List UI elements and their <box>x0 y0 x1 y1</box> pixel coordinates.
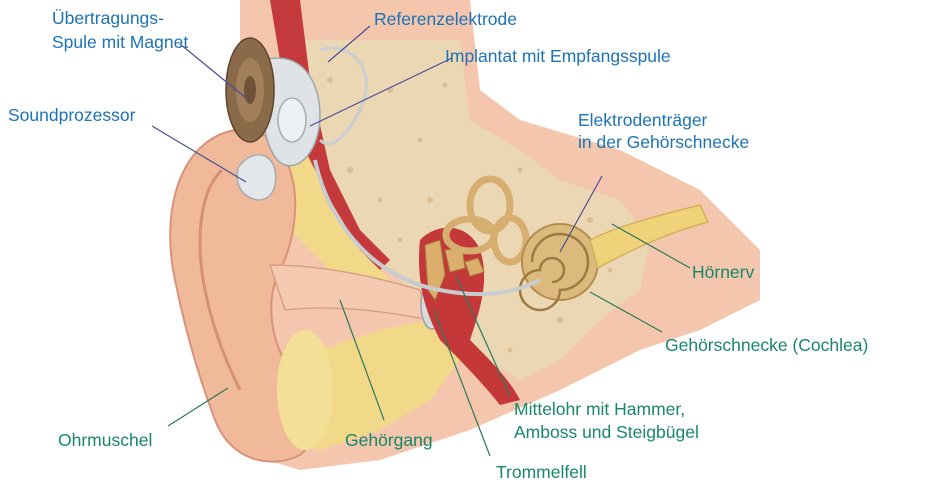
label-electrode-carrier-line1: Elektrodenträger <box>578 110 707 131</box>
implant-coil-ring <box>278 98 306 142</box>
label-auditory-nerve: Hörnerv <box>692 262 754 283</box>
label-electrode-carrier-line2: in der Gehörschnecke <box>578 132 749 153</box>
label-reference-electrode: Referenzelektrode <box>374 9 517 30</box>
pinna-fat-pad <box>277 330 333 450</box>
label-cochlea: Gehörschnecke (Cochlea) <box>665 335 868 356</box>
label-middle-ear-line2: Amboss und Steigbügel <box>514 422 699 443</box>
label-middle-ear-line1: Mittelohr mit Hammer, <box>514 399 685 420</box>
transmitter-coil <box>226 38 274 142</box>
label-pinna: Ohrmuschel <box>58 430 152 451</box>
label-transmitter-coil-line2: Spule mit Magnet <box>52 32 188 53</box>
label-implant-receiver: Implantat mit Empfangsspule <box>445 46 671 67</box>
label-ear-canal: Gehörgang <box>345 430 433 451</box>
label-sound-processor: Soundprozessor <box>8 105 135 126</box>
label-transmitter-coil-line1: Übertragungs- <box>52 8 164 29</box>
sound-processor-body <box>237 155 275 200</box>
label-eardrum: Trommelfell <box>496 462 587 483</box>
